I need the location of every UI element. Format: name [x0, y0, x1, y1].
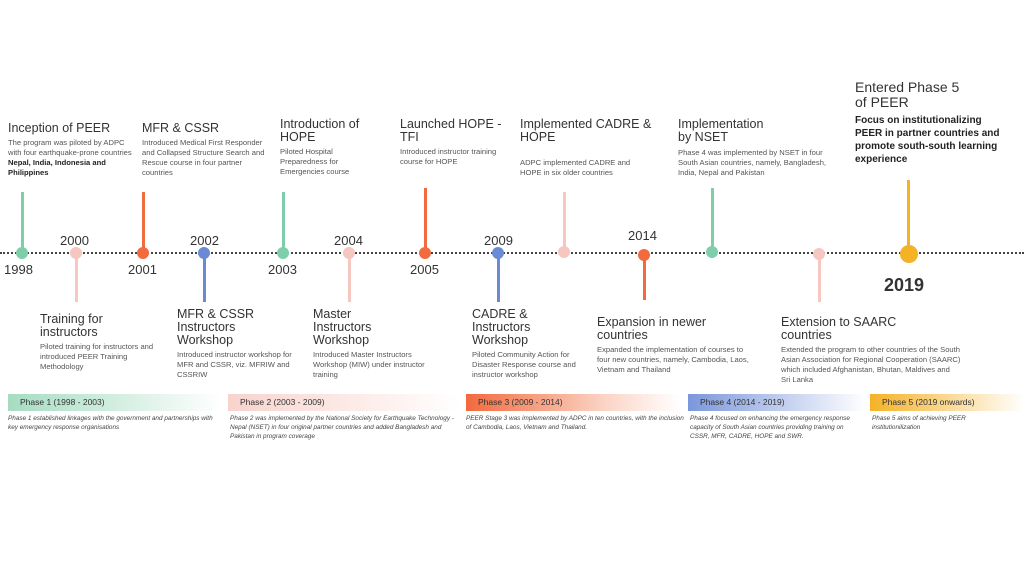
stem-2009 [497, 252, 500, 302]
stem-2019 [907, 180, 910, 252]
timeline-axis [0, 252, 1024, 254]
year-2003: 2003 [268, 262, 297, 277]
stem-saarc [818, 252, 821, 302]
phase-5-desc: Phase 5 aims of achieving PEER instituti… [872, 415, 966, 431]
year-2019: 2019 [884, 275, 925, 295]
stem-2003 [282, 192, 285, 252]
event-desc: Expanded the implementation of courses t… [597, 345, 749, 374]
phase-3-desc: PEER Stage 3 was implemented by ADPC in … [466, 415, 684, 431]
event-cadre-workshop: CADRE & Instructors Workshop Piloted Com… [472, 308, 592, 380]
stem-2002 [203, 252, 206, 302]
event-desc: Phase 4 was implemented by NSET in four … [678, 148, 827, 177]
event-desc: Focus on institutionalizing PEER in part… [855, 115, 1000, 165]
phase-4-bar: Phase 4 (2014 - 2019) [688, 394, 866, 411]
event-nset: Implementation by NSET Phase 4 was imple… [678, 118, 838, 178]
event-cadre-hope: Implemented CADRE & HOPE ADPC implemente… [520, 118, 656, 178]
dot-saarc [813, 248, 825, 260]
event-desc: The program was piloted by ADPC with fou… [8, 138, 132, 177]
year-2001: 2001 [128, 262, 157, 277]
event-title: Implementation by NSET [678, 117, 764, 144]
event-title: MFR & CSSR [142, 121, 220, 135]
event-title: CADRE & Instructors Workshop [472, 307, 531, 347]
event-title: Introduction of HOPE [280, 117, 360, 144]
dot-2001 [137, 247, 149, 259]
phase-2-desc: Phase 2 was implemented by the National … [230, 415, 454, 440]
phase-1-bar: Phase 1 (1998 - 2003) [8, 394, 222, 411]
event-title: Implemented CADRE & HOPE [520, 117, 652, 144]
event-title: Training for instructors [40, 312, 103, 339]
dot-2004 [343, 247, 355, 259]
phase-1-desc: Phase 1 established linkages with the go… [8, 415, 213, 431]
event-mfr-cssr-workshop: MFR & CSSR Instructors Workshop Introduc… [177, 308, 305, 380]
event-phase5: Entered Phase 5 of PEER Focus on institu… [855, 80, 1005, 166]
stem-2005 [424, 188, 427, 252]
dot-2005 [419, 247, 431, 259]
year-2005: 2005 [410, 262, 439, 277]
year-2004: 2004 [334, 233, 363, 248]
event-title: Extension to SAARC countries [781, 315, 897, 342]
dot-2000 [70, 247, 82, 259]
event-desc: Introduced instructor training course fo… [400, 147, 497, 166]
year-2000: 2000 [60, 233, 89, 248]
event-desc: ADPC implemented CADRE and HOPE in six o… [520, 158, 631, 177]
event-desc: Introduced Master Instructors Workshop (… [313, 350, 425, 379]
event-mfr-cssr: MFR & CSSR Introduced Medical First Resp… [142, 122, 274, 178]
event-desc: Introduced instructor workshop for MFR a… [177, 350, 292, 379]
event-master-instructors: Master Instructors Workshop Introduced M… [313, 308, 425, 380]
dot-2019 [900, 245, 918, 263]
dot-2002 [198, 247, 210, 259]
stem-nset [711, 188, 714, 252]
year-2009: 2009 [484, 233, 513, 248]
stem-2004 [348, 252, 351, 302]
event-hope: Introduction of HOPE Piloted Hospital Pr… [280, 118, 380, 177]
event-title: MFR & CSSR Instructors Workshop [177, 307, 255, 347]
event-inception: Inception of PEER The program was pilote… [8, 122, 136, 178]
stem-2014 [643, 252, 646, 300]
event-hope-tfi: Launched HOPE - TFI Introduced instructo… [400, 118, 510, 167]
dot-1998 [16, 247, 28, 259]
event-desc: Piloted training for instructors and int… [40, 342, 154, 371]
phase-4-desc: Phase 4 focused on enhancing the emergen… [690, 415, 850, 440]
phase-5-bar: Phase 5 (2019 onwards) [870, 394, 1024, 411]
dot-nset [706, 246, 718, 258]
event-saarc: Extension to SAARC countries Extended th… [781, 316, 961, 385]
event-training-instructors: Training for instructors Piloted trainin… [40, 313, 168, 372]
phase-3-bar: Phase 3 (2009 - 2014) [466, 394, 680, 411]
event-title: Master Instructors Workshop [313, 307, 372, 347]
phase-2-bar: Phase 2 (2003 - 2009) [228, 394, 460, 411]
dot-2009 [492, 247, 504, 259]
event-desc: Extended the program to other countries … [781, 345, 961, 384]
dot-2014 [638, 249, 650, 261]
year-2014: 2014 [628, 228, 657, 243]
event-desc: Introduced Medical First Responder and C… [142, 138, 265, 177]
event-title: Launched HOPE - TFI [400, 117, 502, 144]
event-desc: Piloted Community Action for Disaster Re… [472, 350, 576, 379]
event-desc: Piloted Hospital Preparedness for Emerge… [280, 147, 350, 176]
event-title: Entered Phase 5 of PEER [855, 79, 960, 110]
year-1998: 1998 [4, 262, 33, 277]
year-2002: 2002 [190, 233, 219, 248]
stem-1998 [21, 192, 24, 252]
dot-2003 [277, 247, 289, 259]
stem-2000 [75, 252, 78, 302]
event-title: Inception of PEER [8, 121, 111, 135]
dot-cadre-hope [558, 246, 570, 258]
event-expansion: Expansion in newer countries Expanded th… [597, 316, 757, 375]
stem-cadre-hope [563, 192, 566, 252]
event-title: Expansion in newer countries [597, 315, 707, 342]
stem-2001 [142, 192, 145, 252]
